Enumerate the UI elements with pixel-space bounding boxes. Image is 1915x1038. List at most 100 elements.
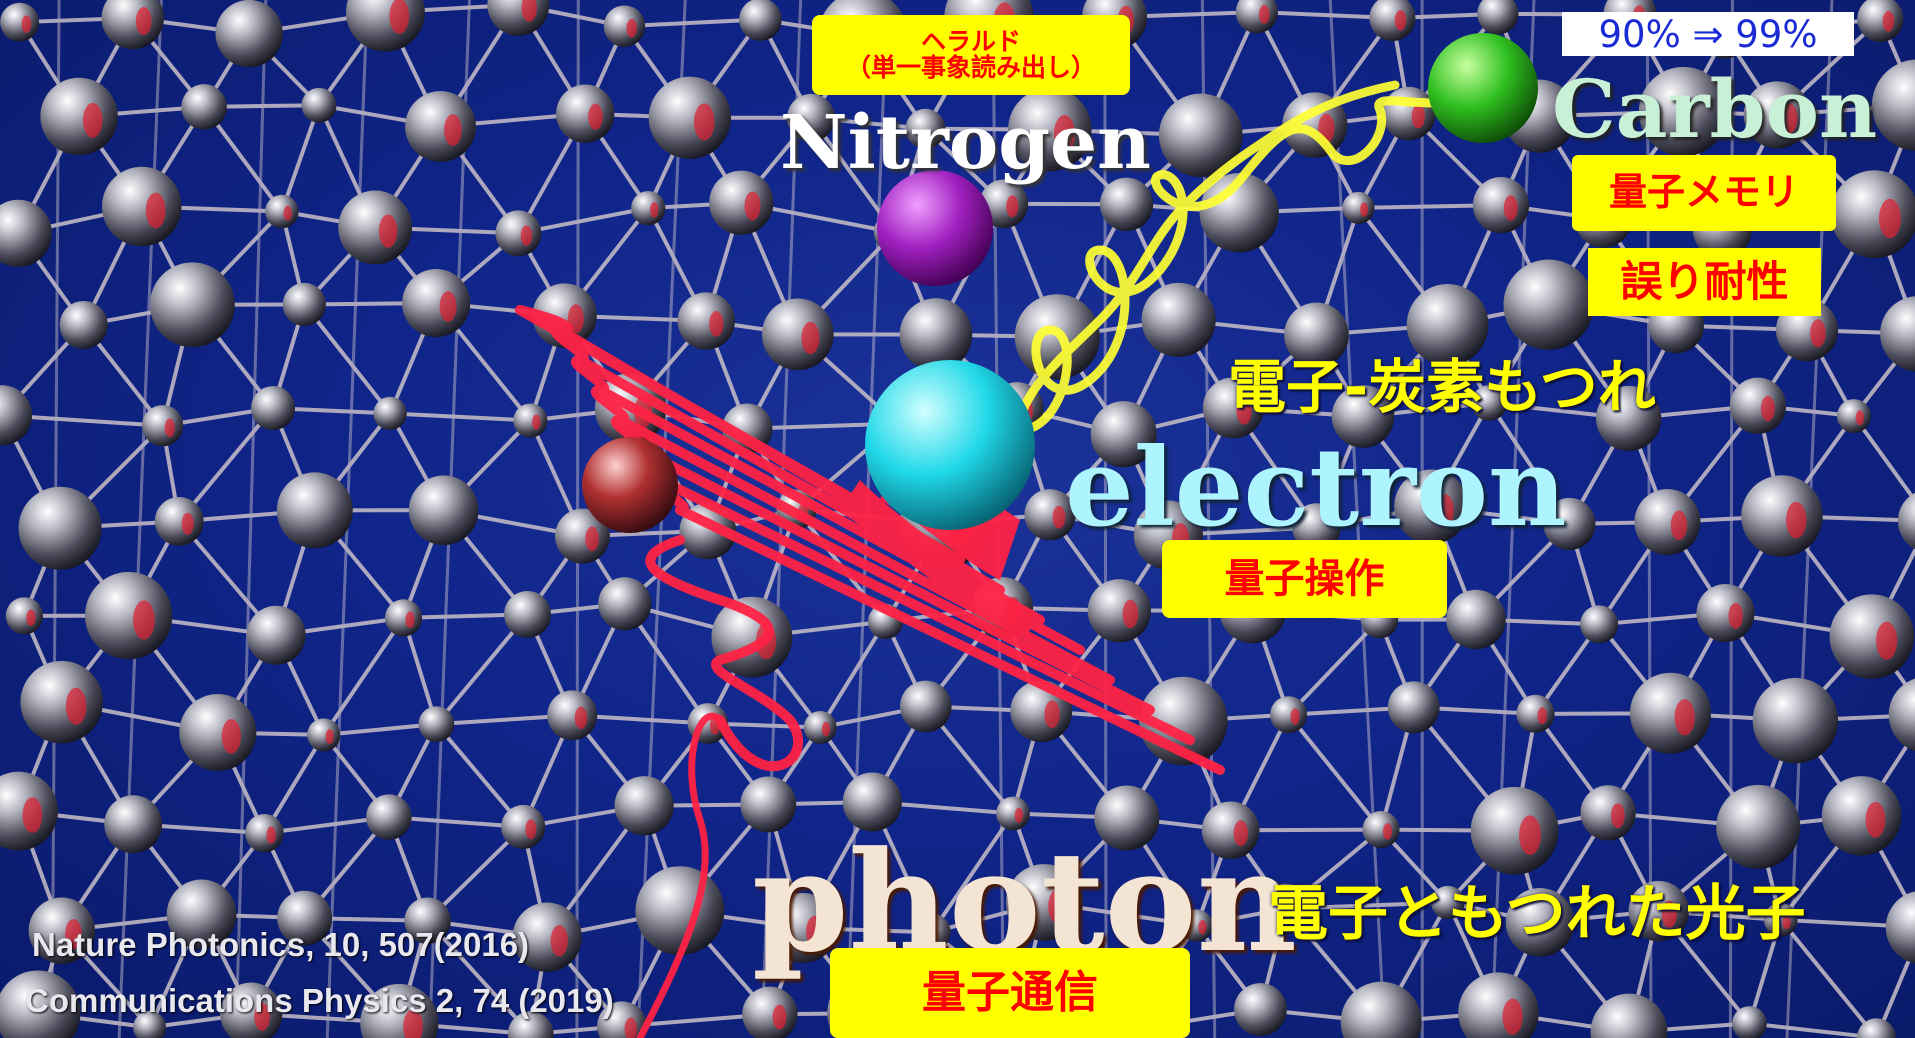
atom-red-reflection xyxy=(21,15,32,33)
carbon-lattice-atom xyxy=(487,0,550,36)
carbon-lattice-atom xyxy=(555,508,610,564)
carbon-lattice-atom xyxy=(1005,864,1083,941)
atom-red-reflection xyxy=(1014,807,1024,823)
carbon-lattice-atom xyxy=(996,796,1030,831)
atom-red-reflection xyxy=(1290,708,1300,725)
lattice-bond xyxy=(177,406,276,524)
carbon-lattice-atom xyxy=(1888,678,1915,752)
carbon-lattice-atom xyxy=(246,605,306,665)
atom-red-reflection xyxy=(693,103,715,141)
carbon-lattice-atom xyxy=(1234,983,1287,1036)
atom-red-reflection xyxy=(1052,505,1066,529)
atom-red-reflection xyxy=(1044,700,1060,729)
carbon-lattice-atom xyxy=(495,210,542,257)
atom-red-reflection xyxy=(1674,699,1695,736)
carbon-lattice-atom xyxy=(1885,891,1915,964)
carbon-lattice-atom xyxy=(1099,177,1154,231)
herald-label: ヘラルド （単一事象読み出し） xyxy=(812,15,1130,95)
carbon-lattice-atom xyxy=(20,660,103,744)
carbon-lattice-atom xyxy=(346,0,425,52)
lattice-bond xyxy=(321,615,406,737)
electron-entangled-photon-label: 電子ともつれた光子 xyxy=(1268,879,1806,949)
carbon-lattice-atom xyxy=(1260,883,1311,934)
atom-red-reflection xyxy=(389,0,410,34)
carbon-lattice-atom xyxy=(1580,785,1636,841)
herald-label-line1: ヘラルド xyxy=(920,26,1021,56)
carbon-lattice-atom xyxy=(1406,283,1489,366)
reference-communications-physics: Communications Physics 2, 74 (2019) xyxy=(25,982,614,1019)
carbon-lattice-atom xyxy=(1752,677,1839,764)
atom-red-reflection xyxy=(1810,319,1826,348)
atom-red-reflection xyxy=(1878,198,1901,239)
carbon-lattice-atom xyxy=(384,599,423,637)
carbon-lattice-atom xyxy=(84,571,173,660)
carbon-lattice-atom xyxy=(1821,776,1902,856)
atom-red-reflection xyxy=(1865,801,1886,838)
carbon-lattice-atom xyxy=(842,772,902,832)
atom-red-reflection xyxy=(135,7,152,36)
carbon-atom xyxy=(1428,33,1538,143)
atom-red-reflection xyxy=(821,721,831,737)
atom-red-reflection xyxy=(254,1002,270,1031)
atom-red-reflection xyxy=(709,310,724,337)
carbon-lattice-atom xyxy=(1008,87,1092,172)
carbon-lattice-atom xyxy=(1382,86,1436,141)
carbon-lattice-atom xyxy=(1284,302,1349,368)
carbon-lattice-atom xyxy=(408,475,479,546)
carbon-lattice-atom xyxy=(501,804,546,849)
atom-red-reflection xyxy=(65,919,82,949)
quantum-communication-label: 量子通信 xyxy=(830,948,1190,1038)
carbon-lattice-atom xyxy=(513,403,548,438)
carbon-lattice-atom xyxy=(1446,589,1506,650)
carbon-lattice-atom xyxy=(277,890,333,946)
lattice-bond xyxy=(1283,900,1450,911)
carbon-lattice-atom xyxy=(1180,909,1213,942)
carbon-lattice-atom xyxy=(366,794,412,840)
carbon-lattice-atom xyxy=(1503,259,1594,350)
atom-red-reflection xyxy=(744,191,761,221)
atom-red-reflection xyxy=(1519,815,1541,855)
carbon-lattice-atom xyxy=(1458,972,1539,1038)
carbon-lattice-atom xyxy=(1472,177,1530,234)
carbon-lattice-atom xyxy=(512,902,582,972)
carbon-lattice-atom xyxy=(1199,172,1279,253)
lattice-bond xyxy=(1851,414,1915,505)
carbon-lattice-atom xyxy=(28,897,95,964)
carbon-lattice-atom xyxy=(1470,786,1559,875)
carbon-lattice-atom xyxy=(1235,0,1278,34)
atom-red-reflection xyxy=(1006,195,1019,218)
carbon-lattice-atom xyxy=(1342,191,1375,224)
carbon-lattice-atom xyxy=(1362,811,1400,849)
atom-red-reflection xyxy=(1503,195,1518,221)
carbon-lattice-atom xyxy=(1836,399,1871,433)
atom-red-reflection xyxy=(82,102,103,138)
carbon-lattice-atom xyxy=(504,590,551,638)
atom-red-reflection xyxy=(1780,103,1798,134)
carbon-lattice-atom xyxy=(1201,801,1260,860)
carbon-lattice-atom xyxy=(282,282,326,327)
carbon-lattice-atom xyxy=(1158,93,1243,178)
lattice-bond xyxy=(929,811,1015,935)
atom-red-reflection xyxy=(1394,10,1407,31)
carbon-lattice-atom xyxy=(1871,59,1915,151)
atom-red-reflection xyxy=(164,418,175,438)
lattice-bond xyxy=(388,411,533,423)
fault-tolerance-label: 誤り耐性 xyxy=(1588,248,1821,316)
carbon-lattice-atom xyxy=(1628,880,1689,942)
carbon-lattice-atom xyxy=(40,77,118,156)
carbon-lattice-atom xyxy=(677,292,735,350)
atom-red-reflection xyxy=(325,729,334,745)
carbon-lattice-atom xyxy=(1580,605,1619,644)
atom-red-reflection xyxy=(266,826,276,844)
carbon-lattice-atom xyxy=(245,813,284,853)
carbon-lattice-atom xyxy=(547,690,598,741)
carbon-lattice-atom xyxy=(614,776,674,836)
lattice-bond xyxy=(425,918,533,1037)
carbon-lattice-atom xyxy=(166,879,237,950)
carbon-lattice-atom xyxy=(1087,579,1152,643)
carbon-lattice-atom xyxy=(739,0,782,41)
lattice-bond xyxy=(279,103,322,214)
carbon-lattice-atom xyxy=(905,108,946,149)
carbon-lattice-atom xyxy=(0,970,81,1038)
atom-red-reflection xyxy=(1882,10,1895,32)
